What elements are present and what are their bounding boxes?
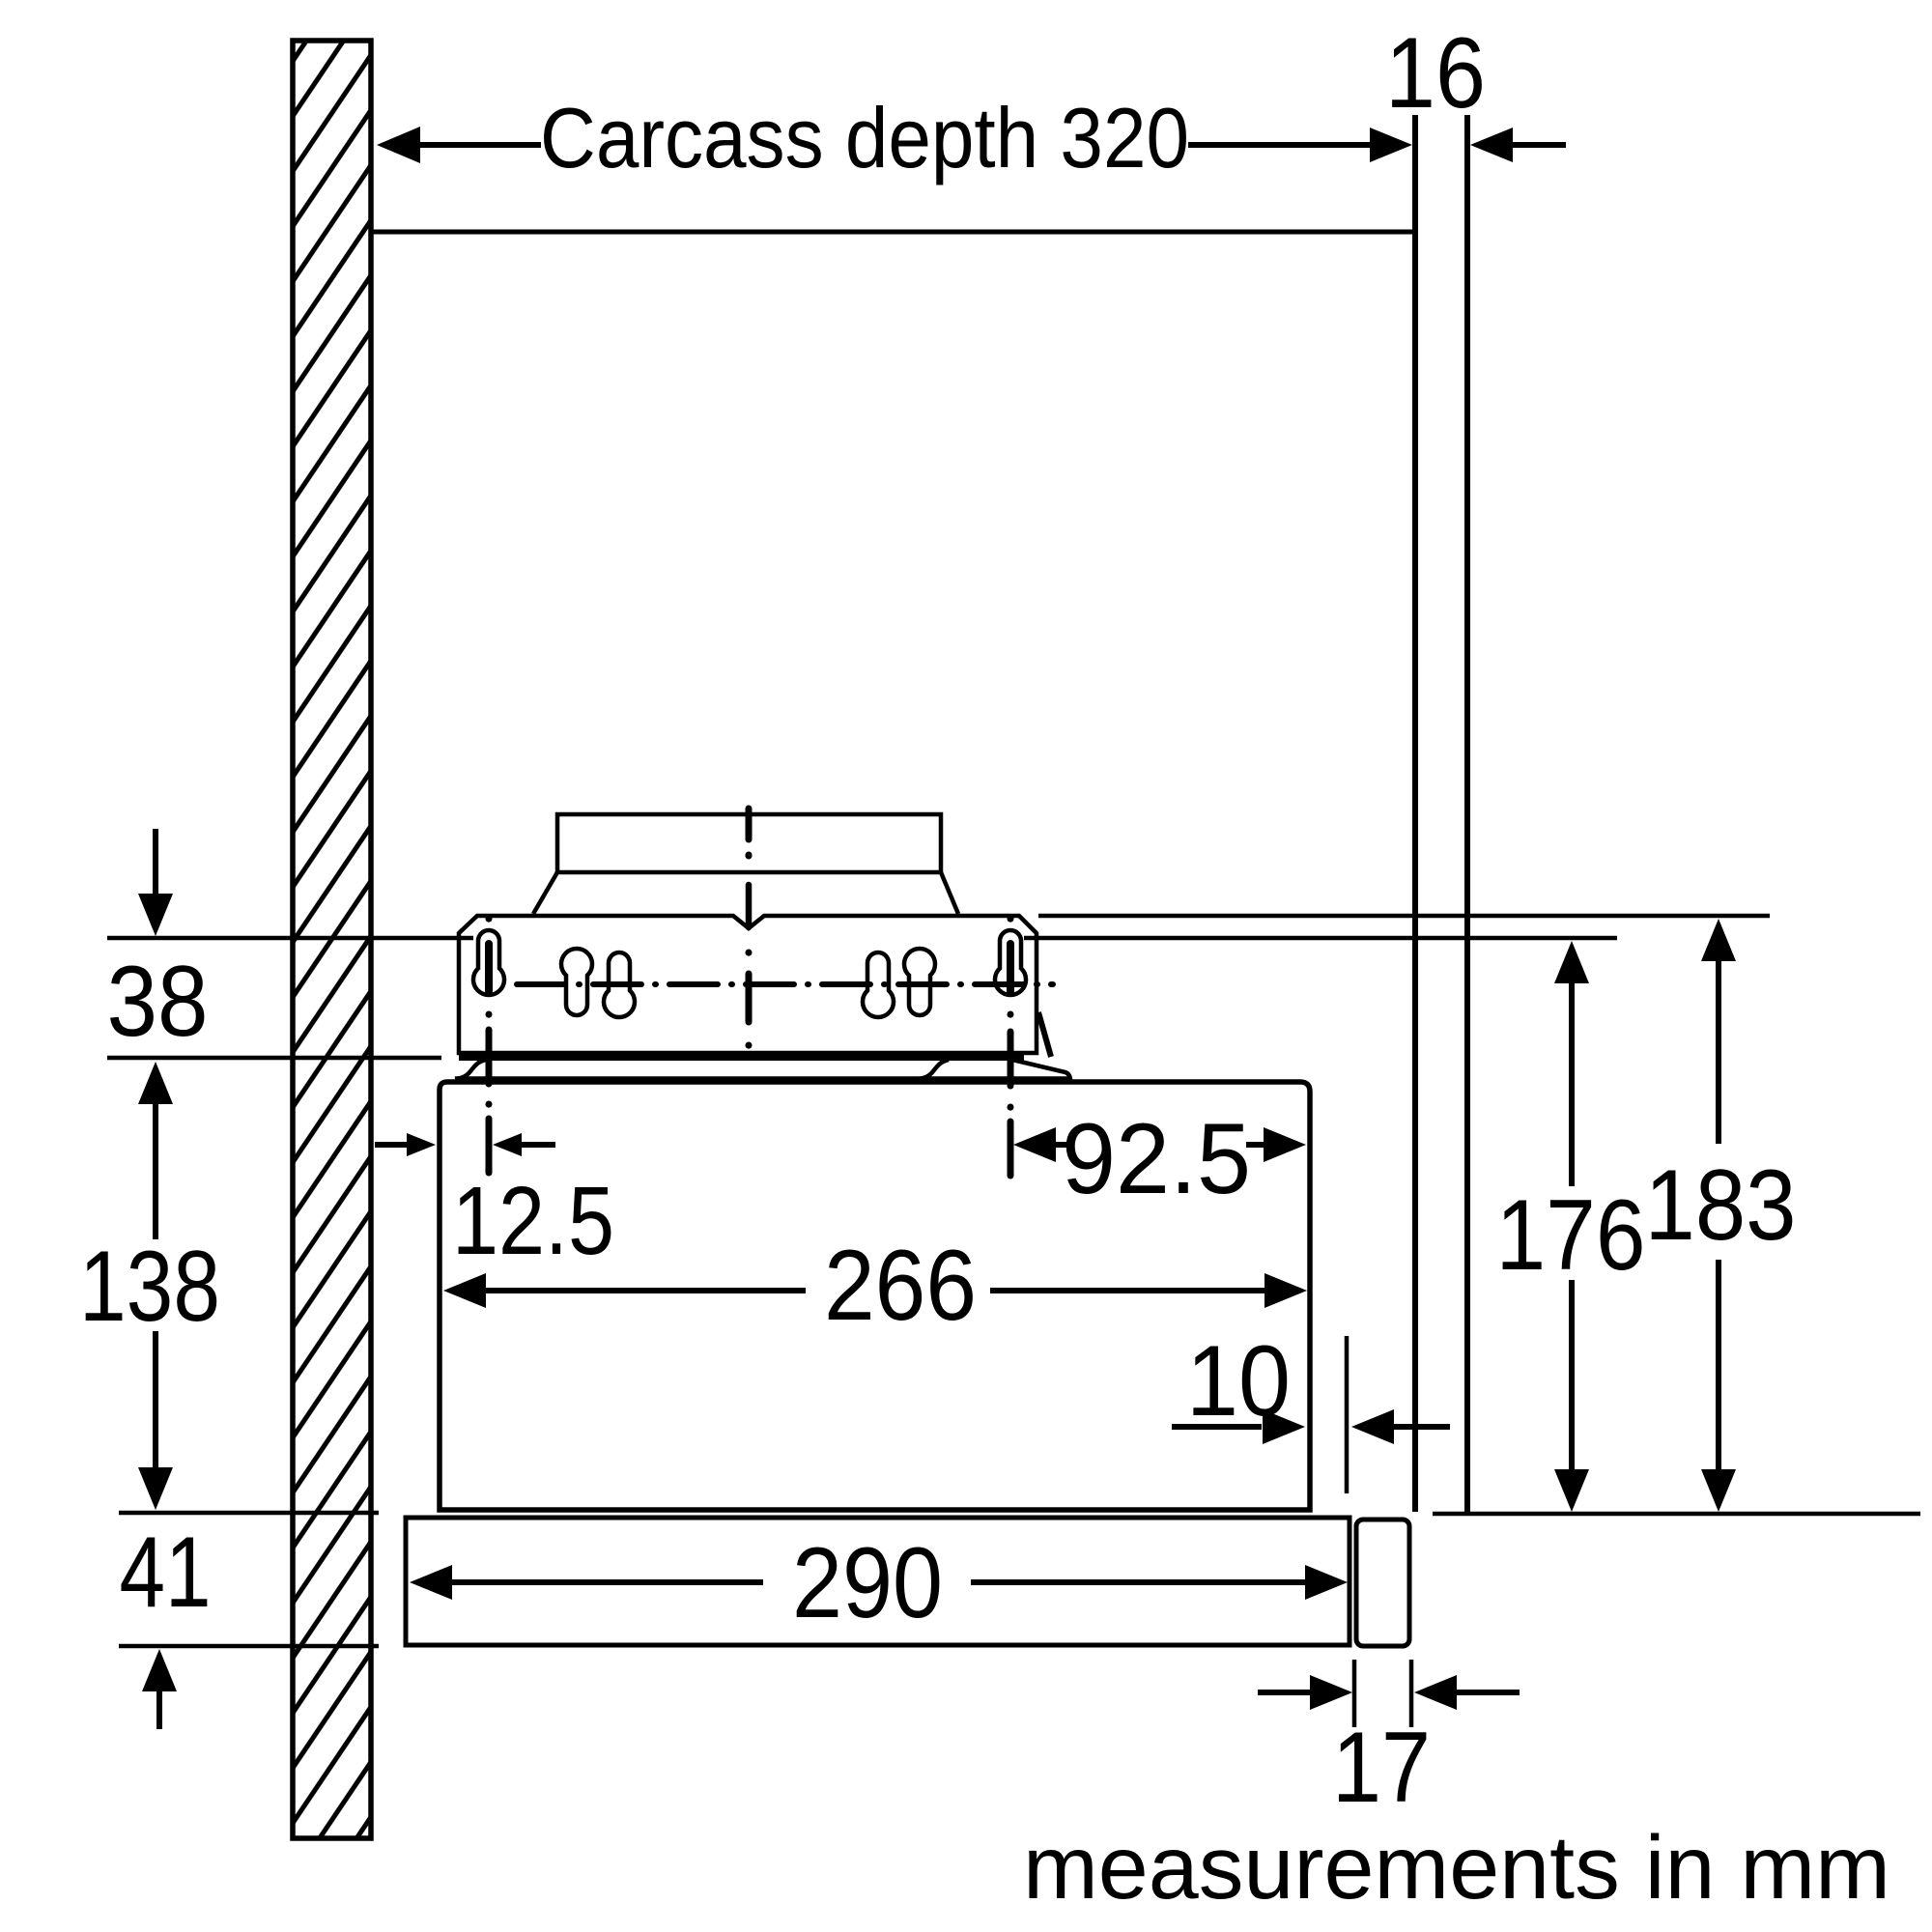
svg-text:138: 138 [79,1231,220,1343]
svg-text:10: 10 [1186,1325,1291,1437]
svg-text:266: 266 [824,1230,977,1342]
svg-text:17: 17 [1332,1712,1431,1824]
svg-text:290: 290 [792,1527,943,1639]
svg-text:41: 41 [120,1517,212,1629]
svg-text:92.5: 92.5 [1062,1103,1251,1215]
svg-text:measurements in mm: measurements in mm [1023,1817,1890,1918]
svg-text:38: 38 [107,946,209,1058]
svg-text:176: 176 [1496,1179,1646,1292]
svg-text:183: 183 [1645,1150,1797,1262]
svg-text:16: 16 [1385,17,1486,129]
svg-text:12.5: 12.5 [452,1167,614,1275]
svg-text:Carcass depth 320: Carcass depth 320 [540,90,1189,185]
